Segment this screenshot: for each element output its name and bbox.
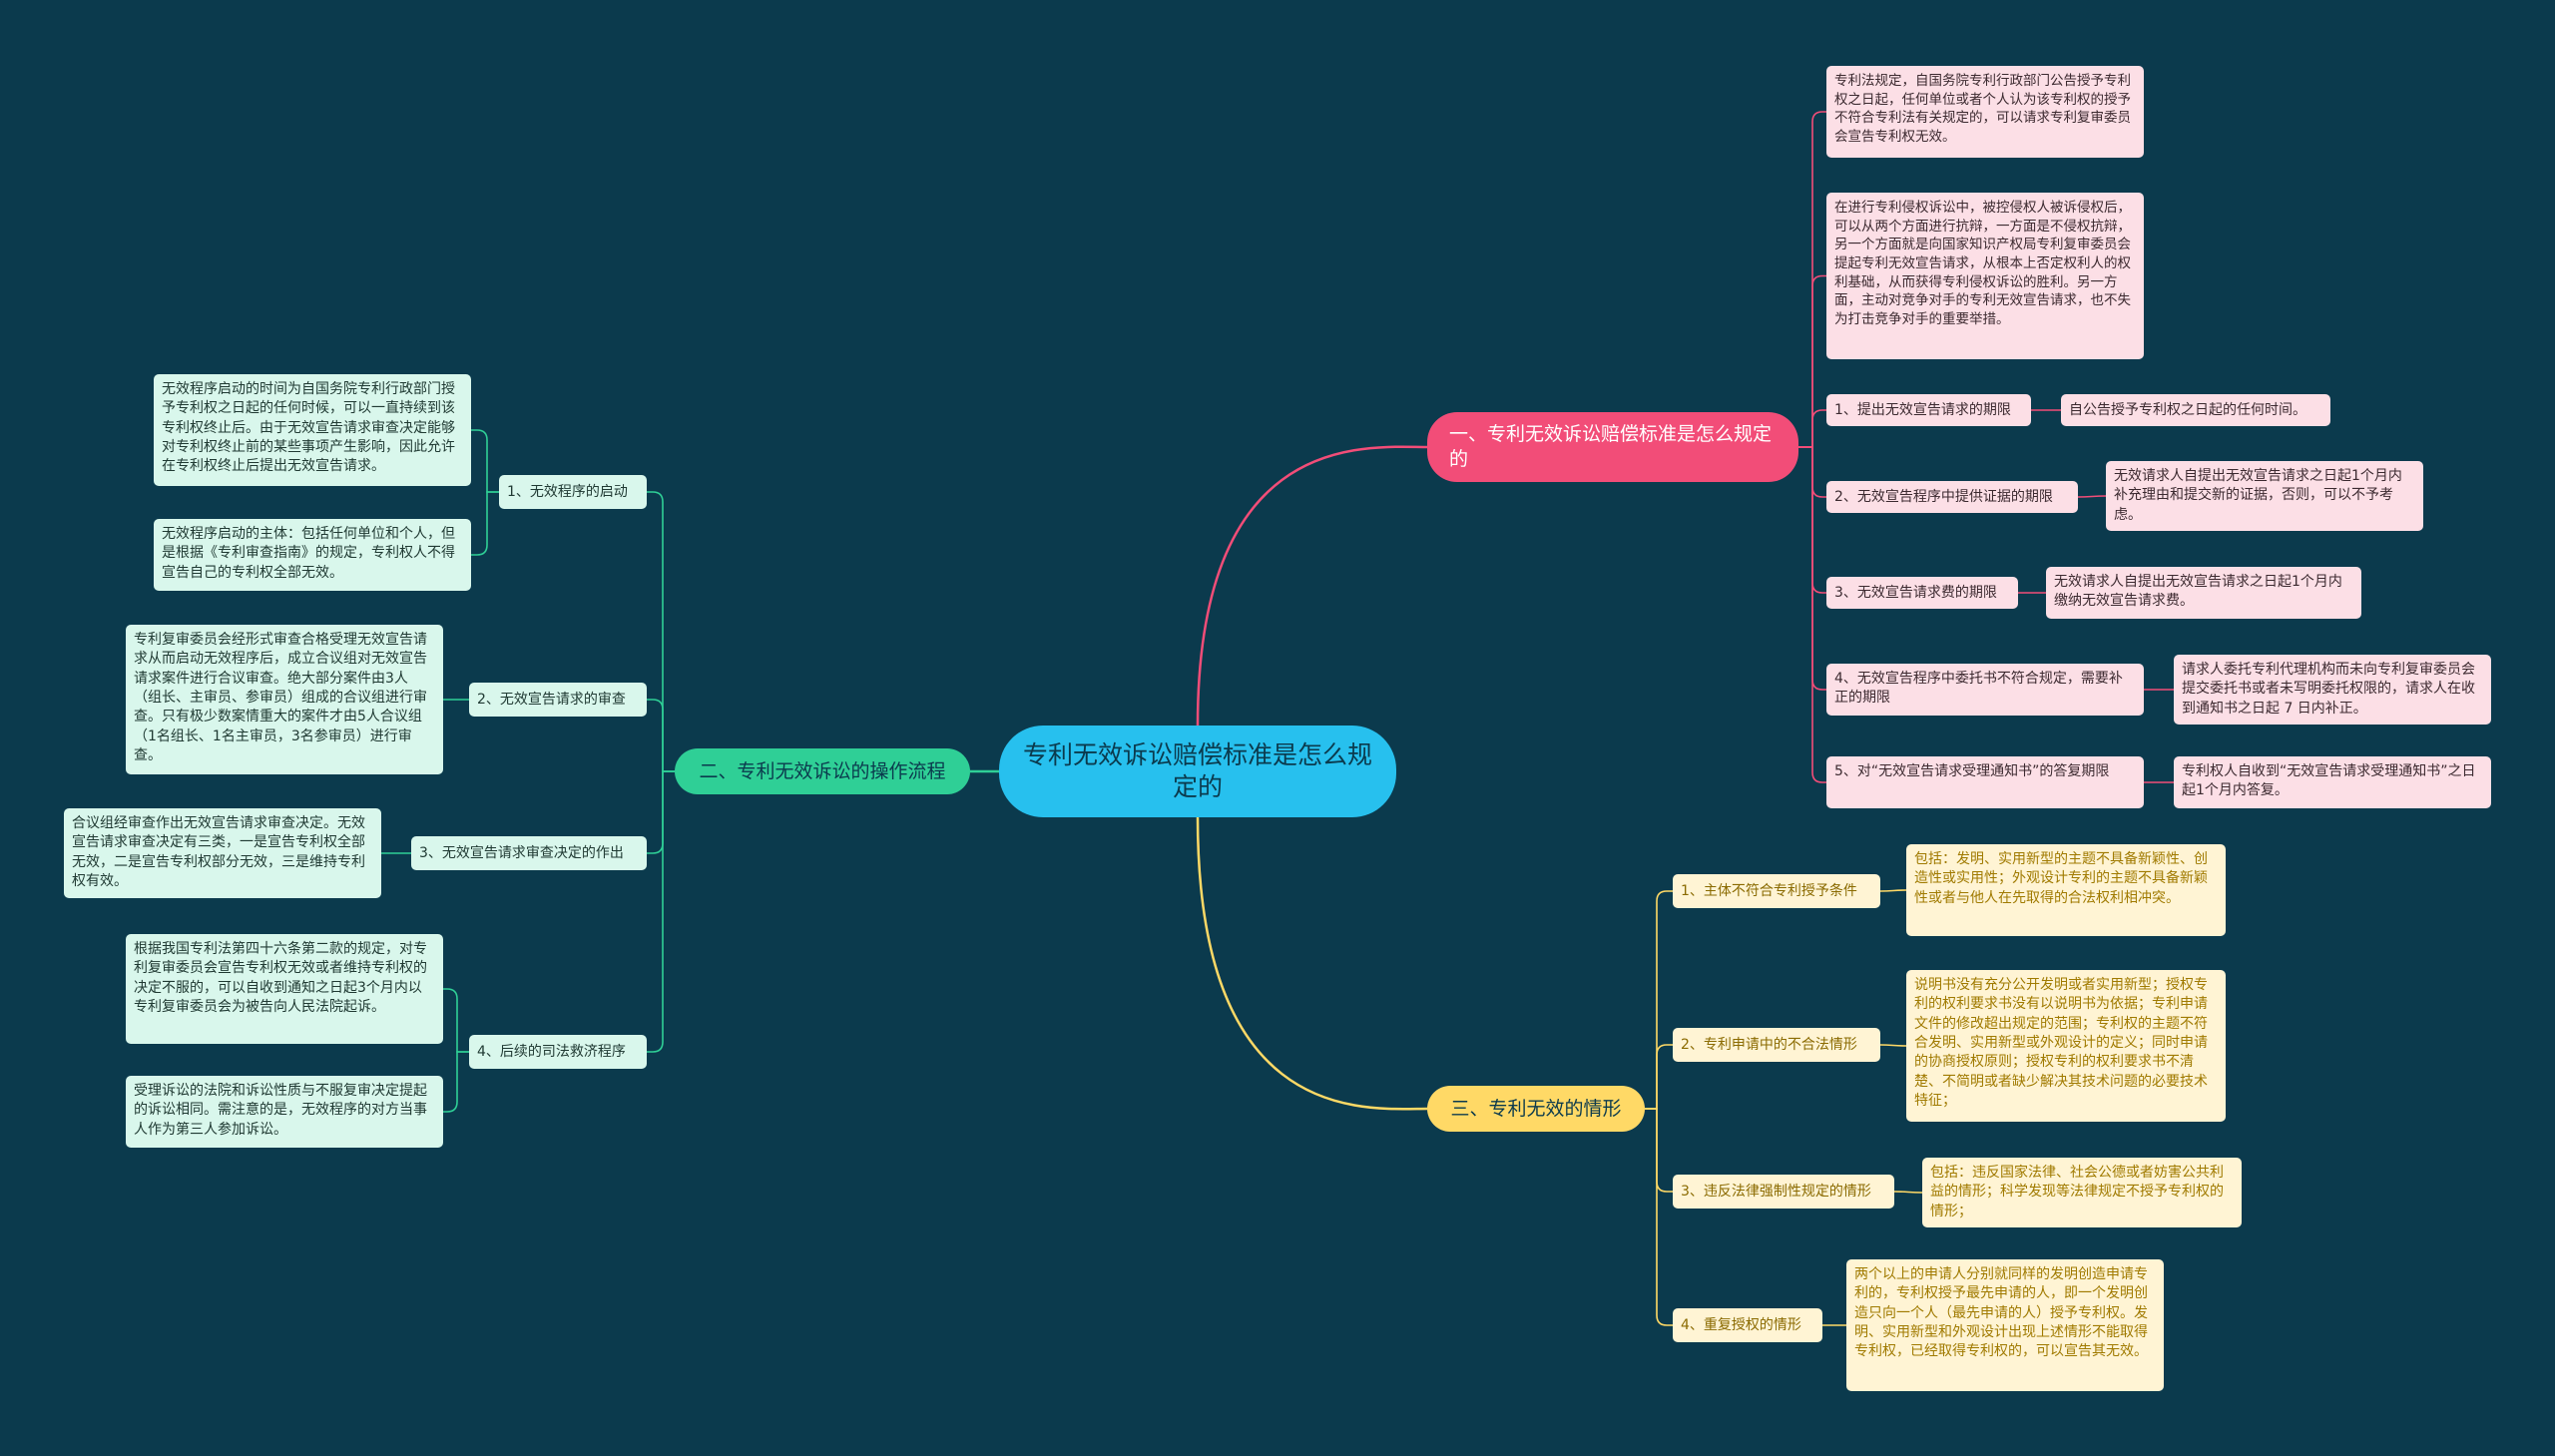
connector	[471, 491, 499, 556]
detail-review[interactable]: 专利复审委员会经形式审查合格受理无效宣告请求从而启动无效程序后，成立合议组对无效…	[126, 625, 443, 774]
sub-power-of-attorney[interactable]: 4、无效宣告程序中委托书不符合规定，需要补正的期限	[1826, 664, 2144, 716]
detail-remedy-court[interactable]: 受理诉讼的法院和诉讼性质与不服复审决定提起的诉讼相同。需注意的是，无效程序的对方…	[126, 1076, 443, 1148]
connector	[443, 1051, 469, 1113]
detail-mandatory-law[interactable]: 包括：违反国家法律、社会公德或者妨害公共利益的情形；科学发现等法律规定不授予专利…	[1922, 1158, 2242, 1227]
sub-duplicate-grant[interactable]: 4、重复授权的情形	[1673, 1308, 1822, 1342]
detail-start-time[interactable]: 无效程序启动的时间为自国务院专利行政部门授予专利权之日起的任何时候，可以一直持续…	[154, 374, 471, 486]
connector	[1645, 1108, 1673, 1193]
detail-start-subject[interactable]: 无效程序启动的主体：包括任何单位和个人，但是根据《专利审查指南》的规定，专利权人…	[154, 519, 471, 591]
leaf-patent-law-provision[interactable]: 专利法规定，自国务院专利行政部门公告授予专利权之日起，任何单位或者个人认为该专利…	[1826, 66, 2144, 158]
connector	[1798, 446, 1826, 783]
detail-duplicate-grant[interactable]: 两个以上的申请人分别就同样的发明创造申请专利的，专利权授予最先申请的人，即一个发…	[1846, 1259, 2164, 1391]
connector	[1196, 816, 1428, 1111]
leaf-infringement-defense[interactable]: 在进行专利侵权诉讼中，被控侵权人被诉侵权后，可以从两个方面进行抗辩，一方面是不侵…	[1826, 193, 2144, 359]
sub-evidence-deadline[interactable]: 2、无效宣告程序中提供证据的期限	[1826, 481, 2078, 513]
detail-decision[interactable]: 合议组经审查作出无效宣告请求审查决定。无效宣告请求审查决定有三类，一是宣告专利权…	[64, 808, 381, 898]
sub-reply-deadline[interactable]: 5、对“无效宣告请求受理通知书”的答复期限	[1826, 756, 2144, 808]
sub-fee-deadline[interactable]: 3、无效宣告请求费的期限	[1826, 577, 2018, 609]
sub-request-review[interactable]: 2、无效宣告请求的审查	[469, 683, 647, 717]
detail-subject-ineligible[interactable]: 包括：发明、实用新型的主题不具备新颖性、创造性或实用性；外观设计专利的主题不具备…	[1906, 844, 2226, 936]
detail-application-illegal[interactable]: 说明书没有充分公开发明或者实用新型；授权专利的权利要求书没有以说明书为依据；专利…	[1906, 970, 2226, 1122]
detail-request-deadline[interactable]: 自公告授予专利权之日起的任何时间。	[2061, 394, 2330, 426]
sub-application-illegal[interactable]: 2、专利申请中的不合法情形	[1673, 1028, 1880, 1062]
sub-request-deadline[interactable]: 1、提出无效宣告请求的期限	[1826, 394, 2031, 426]
connector	[1893, 1191, 1923, 1194]
detail-remedy-lawsuit[interactable]: 根据我国专利法第四十六条第二款的规定，对专利复审委员会宣告专利权无效或者维持专利…	[126, 934, 443, 1044]
sub-mandatory-law[interactable]: 3、违反法律强制性规定的情形	[1673, 1175, 1894, 1209]
connector	[1798, 274, 1826, 448]
connector	[1879, 1044, 1907, 1047]
connector	[1879, 889, 1907, 892]
connector	[1196, 445, 1428, 727]
root-topic[interactable]: 专利无效诉讼赔偿标准是怎么规定的	[999, 726, 1396, 817]
detail-reply-deadline[interactable]: 专利权人自收到“无效宣告请求受理通知书”之日起1个月内答复。	[2174, 756, 2491, 808]
sub-decision[interactable]: 3、无效宣告请求审查决定的作出	[411, 836, 647, 870]
detail-evidence-deadline[interactable]: 无效请求人自提出无效宣告请求之日起1个月内补充理由和提交新的证据，否则，可以不予…	[2106, 461, 2423, 531]
connector	[647, 770, 675, 1053]
connector	[443, 988, 469, 1053]
connector	[1798, 409, 1826, 448]
sub-judicial-remedy[interactable]: 4、后续的司法救济程序	[469, 1035, 647, 1069]
connector	[1645, 890, 1673, 1110]
sub-procedure-start[interactable]: 1、无效程序的启动	[499, 475, 647, 509]
branch-compensation-standard[interactable]: 一、专利无效诉讼赔偿标准是怎么规定的	[1427, 412, 1798, 482]
connector	[647, 699, 675, 772]
detail-fee-deadline[interactable]: 无效请求人自提出无效宣告请求之日起1个月内缴纳无效宣告请求费。	[2046, 567, 2361, 619]
sub-subject-ineligible[interactable]: 1、主体不符合专利授予条件	[1673, 874, 1880, 908]
connector	[647, 770, 675, 854]
connector	[2077, 495, 2107, 498]
connector	[1645, 1108, 1673, 1326]
connector	[1645, 1044, 1673, 1110]
detail-power-of-attorney[interactable]: 请求人委托专利代理机构而未向专利复审委员会提交委托书或者未写明委托权限的，请求人…	[2174, 655, 2491, 725]
connector	[647, 491, 675, 772]
branch-operation-process[interactable]: 二、专利无效诉讼的操作流程	[675, 748, 970, 794]
branch-invalid-situations[interactable]: 三、专利无效的情形	[1427, 1086, 1645, 1132]
connector	[1798, 111, 1826, 448]
connector	[471, 429, 499, 493]
